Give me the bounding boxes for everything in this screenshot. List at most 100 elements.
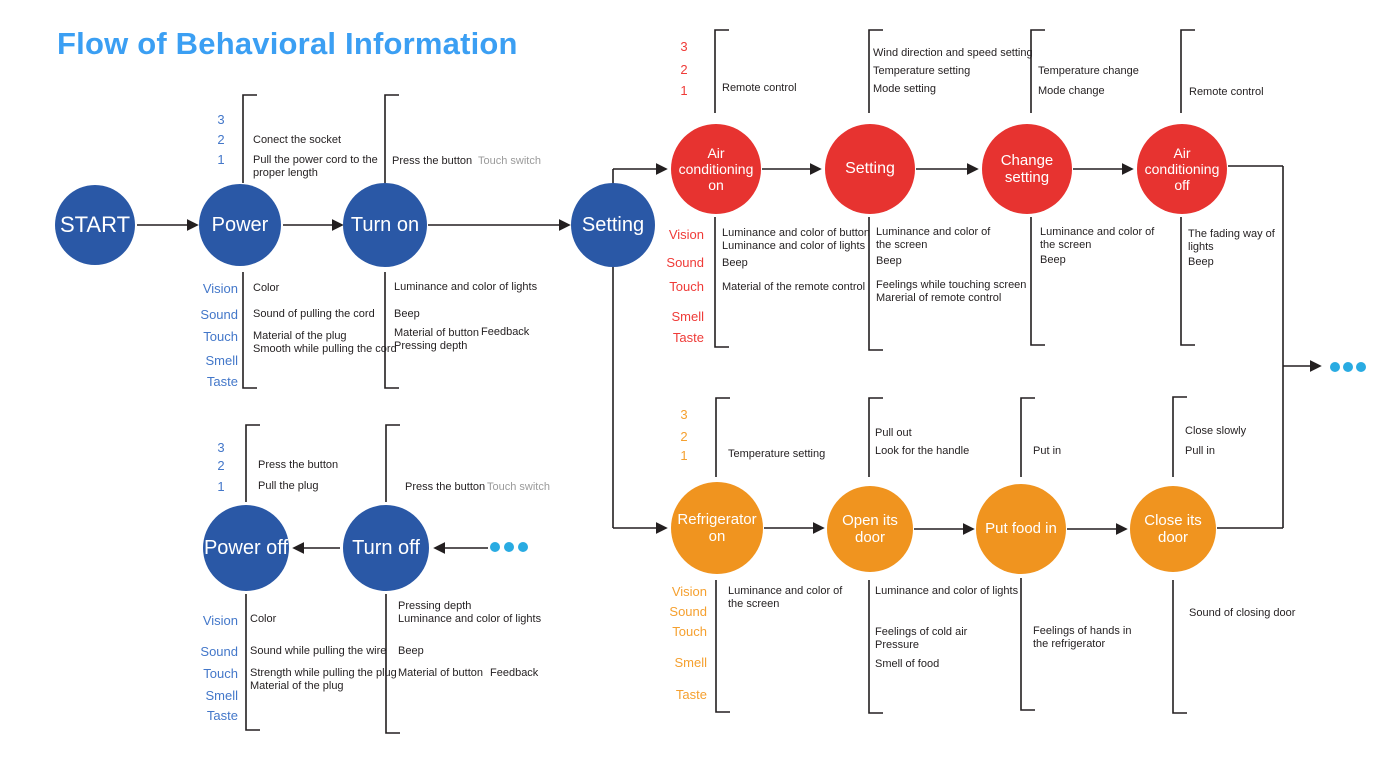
step-number: 2 — [680, 62, 688, 77]
annotation-text: Remote control — [722, 82, 797, 94]
annotation-text: Feelings of hands in the refrigerator — [1033, 625, 1132, 650]
annotation-text: Beep — [1040, 254, 1066, 266]
annotation-text: Feelings while touching screen Marerial … — [876, 279, 1027, 304]
annotation-text: Beep — [876, 255, 902, 267]
annotation-text: Smell of food — [875, 658, 940, 670]
bracket-line — [714, 29, 729, 113]
sense-label-vision: Vision — [671, 584, 707, 599]
node-power-off: Power off — [203, 505, 289, 591]
node-turn-on: Turn on — [343, 183, 427, 267]
annotation-text: Material of button — [398, 667, 483, 679]
annotation-text: Luminance and color of lights — [394, 281, 538, 293]
annotation-text: Touch switch — [487, 481, 550, 493]
step-number: 3 — [680, 39, 688, 54]
annotation-text: Conect the socket — [253, 134, 342, 146]
sense-label-smell: Smell — [674, 655, 707, 670]
bracket-line — [245, 424, 260, 502]
node-change-setting: Change setting — [982, 124, 1072, 214]
annotation-text: Luminance and color of the screen — [876, 226, 991, 251]
annotation-text: Luminance and color of the screen — [728, 585, 843, 610]
sense-label-sound: Sound — [669, 604, 707, 619]
sense-label-taste: Taste — [672, 330, 704, 345]
annotation-text: Pull in — [1185, 445, 1215, 457]
annotation-text: Pull the plug — [258, 480, 319, 492]
node-refrigerator-on: Refrigerator on — [671, 482, 763, 574]
annotation-text: Temperature change — [1038, 65, 1139, 77]
bracket-line — [1180, 217, 1195, 346]
bracket-line — [1020, 578, 1035, 711]
bracket-line — [1180, 29, 1195, 113]
node-start: START — [55, 185, 135, 265]
step-number: 1 — [680, 448, 688, 463]
bracket-line — [868, 217, 883, 351]
annotation-text: Color — [253, 282, 280, 294]
annotation-text: Sound of closing door — [1189, 607, 1296, 619]
sense-label-smell: Smell — [205, 688, 238, 703]
annotation-text: Feedback — [481, 326, 530, 338]
sense-label-taste: Taste — [675, 687, 707, 702]
sense-label-touch: Touch — [203, 666, 238, 681]
annotation-text: Feelings of cold air Pressure — [875, 626, 968, 651]
annotation-text: Press the button — [405, 481, 486, 493]
annotation-text: Remote control — [1189, 86, 1264, 98]
annotation-text: Look for the handle — [875, 445, 970, 457]
bracket-line — [868, 29, 883, 113]
sense-label-touch: Touch — [203, 329, 238, 344]
step-number: 3 — [217, 440, 225, 455]
annotation-text: Beep — [394, 308, 420, 320]
step-number: 2 — [217, 132, 225, 147]
bracket-line — [1172, 396, 1187, 477]
annotation-text: Touch switch — [478, 155, 541, 167]
continuation-dot — [490, 542, 500, 552]
bracket-line — [1030, 29, 1045, 113]
step-number: 2 — [217, 458, 225, 473]
annotation-text: Sound of pulling the cord — [253, 308, 375, 320]
continuation-dot — [1330, 362, 1340, 372]
continuation-dot — [1343, 362, 1353, 372]
annotation-text: Close slowly — [1185, 425, 1247, 437]
continuation-dot — [504, 542, 514, 552]
annotation-text: Wind direction and speed setting — [873, 47, 1033, 59]
node-ac-setting: Setting — [825, 124, 915, 214]
sense-label-sound: Sound — [200, 644, 238, 659]
annotation-text: Temperature setting — [728, 448, 826, 460]
bracket-line — [715, 580, 730, 713]
bracket-line — [384, 272, 399, 389]
annotation-text: Press the button — [392, 155, 473, 167]
annotation-text: Material of the remote control — [722, 281, 866, 293]
bracket-line — [714, 217, 729, 348]
annotation-text: Material of the plug Smooth while pullin… — [253, 330, 397, 355]
step-number: 1 — [680, 83, 688, 98]
bracket-line — [245, 594, 260, 731]
sense-label-smell: Smell — [205, 353, 238, 368]
bracket-line — [1030, 217, 1045, 346]
annotation-text: Pull the power cord to the proper length — [253, 154, 378, 179]
annotation-text: Luminance and color of button Luminance … — [722, 227, 870, 252]
step-number: 3 — [680, 407, 688, 422]
sense-label-sound: Sound — [200, 307, 238, 322]
annotation-text: Beep — [1188, 256, 1214, 268]
annotation-text: Beep — [722, 257, 748, 269]
step-number: 3 — [217, 112, 225, 127]
node-air-conditioning-on: Air conditioning on — [671, 124, 761, 214]
bracket-line — [1020, 397, 1035, 477]
sense-label-taste: Taste — [206, 374, 238, 389]
annotation-text: Color — [250, 613, 277, 625]
continuation-dot — [518, 542, 528, 552]
node-put-food-in: Put food in — [976, 484, 1066, 574]
annotation-text: Mode change — [1038, 85, 1105, 97]
annotation-text: Material of button Pressing depth — [394, 327, 479, 352]
sense-label-sound: Sound — [666, 255, 704, 270]
annotation-text: Luminance and color of the screen — [1040, 226, 1155, 251]
sense-label-vision: Vision — [202, 281, 238, 296]
node-power: Power — [199, 184, 281, 266]
annotation-text: The fading way of lights — [1188, 228, 1275, 253]
annotation-text: Mode setting — [873, 83, 936, 95]
annotation-text: Beep — [398, 645, 424, 657]
sense-label-touch: Touch — [672, 624, 707, 639]
annotation-text: Feedback — [490, 667, 539, 679]
page-title: Flow of Behavioral Information — [57, 26, 518, 61]
continuation-dot — [1356, 362, 1366, 372]
node-setting: Setting — [571, 183, 655, 267]
